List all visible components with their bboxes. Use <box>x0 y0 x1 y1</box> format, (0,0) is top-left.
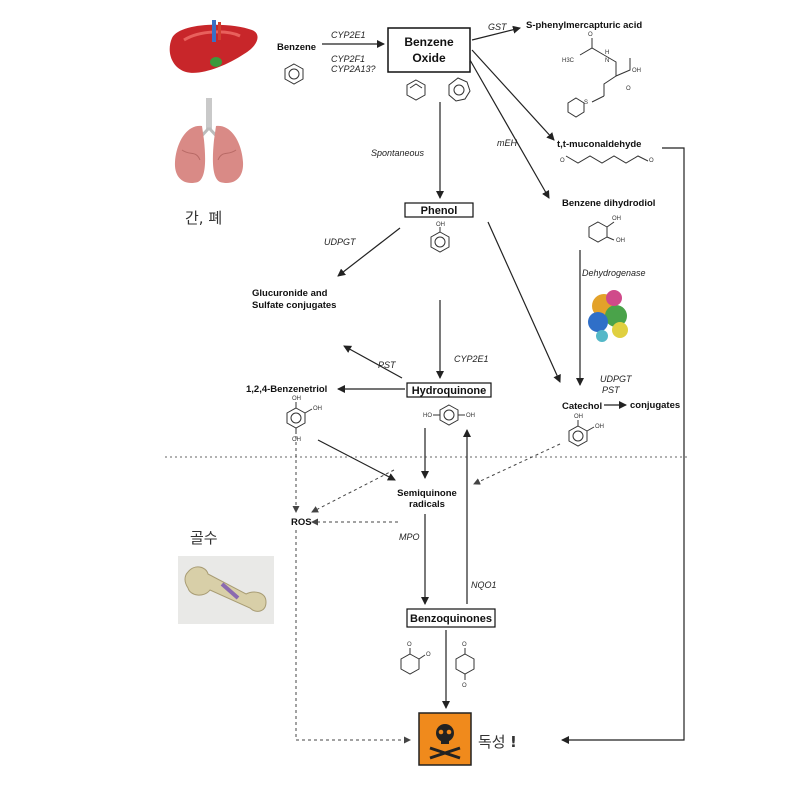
arrow-benzenetriol-to-semiquinone <box>317 439 396 481</box>
svg-text:O: O <box>407 642 412 648</box>
svg-text:O: O <box>462 683 467 689</box>
enzyme-nqo1: NQO1 <box>471 580 497 590</box>
node-benzene-dihydrodiol: Benzene dihydrodiol <box>562 198 655 209</box>
svg-text:S: S <box>584 100 588 106</box>
node-benzene-oxide-box <box>387 27 471 73</box>
enzyme-udpgt-a: UDPGT <box>324 237 357 247</box>
node-muconaldehyde: t,t-muconaldehyde <box>557 139 641 150</box>
dihydrodiol-structure: OH OH <box>588 216 625 244</box>
enzyme-pst-a: PST <box>378 360 397 370</box>
svg-text:O: O <box>649 158 654 164</box>
enzyme-cyp2a13: CYP2A13? <box>331 64 376 74</box>
benzoquinone-structures: O O O O <box>400 642 475 689</box>
arrow-catechol-to-semiquinone <box>473 443 561 485</box>
svg-text:OH: OH <box>612 216 621 222</box>
node-hydroquinone: Hydroquinone <box>412 385 487 397</box>
svg-text:OH: OH <box>574 414 583 420</box>
toxicity-label: 독성 <box>478 733 506 751</box>
enzyme-meh: mEH <box>497 138 518 148</box>
svg-text:OH: OH <box>466 413 475 419</box>
node-benzene-oxide-line2: Oxide <box>412 51 446 65</box>
enzyme-gst: GST <box>488 22 508 32</box>
enzyme-pst-b: PST <box>602 385 621 395</box>
node-glucuronide-line2: Sulfate conjugates <box>252 300 336 311</box>
arrow-phenol-to-catechol <box>487 221 561 383</box>
svg-text:OH: OH <box>616 238 625 244</box>
arrow-hydroquinone-pst <box>343 345 403 379</box>
toxicity-exclamation: ! <box>510 733 517 751</box>
enzyme-cyp2e1-b: CYP2E1 <box>454 354 489 364</box>
node-conjugates: conjugates <box>630 400 680 411</box>
arrow-oxide-to-dihydrodiol <box>469 59 550 199</box>
node-glucuronide-line1: Glucuronide and <box>252 288 328 299</box>
enzyme-mpo: MPO <box>399 532 420 542</box>
benzene-oxide-structures <box>406 77 471 102</box>
enzyme-cyp2f1: CYP2F1 <box>331 54 365 64</box>
node-benzenetriol: 1,2,4-Benzenetriol <box>246 384 327 395</box>
muconaldehyde-structure: O O <box>560 155 654 164</box>
node-phenol-box <box>404 202 474 218</box>
dehydrogenase-protein-illustration <box>588 290 628 342</box>
arrow-phenol-to-glucuronide <box>337 227 401 277</box>
organ-label-liver-lung: 간, 폐 <box>185 209 222 227</box>
benzene-structure <box>284 63 304 85</box>
node-benzoquinones: Benzoquinones <box>410 613 492 625</box>
svg-text:OH: OH <box>292 437 301 443</box>
toxicity-icon <box>418 712 472 766</box>
node-hydroquinone-box <box>406 382 492 398</box>
svg-text:O: O <box>426 652 431 658</box>
phenol-structure: OH <box>430 222 450 253</box>
svg-text:OH: OH <box>313 406 322 412</box>
arrow-oxide-to-muconaldehyde <box>471 49 555 141</box>
node-catechol: Catechol <box>562 401 602 412</box>
svg-text:O: O <box>626 86 631 92</box>
svg-text:O: O <box>588 32 593 38</box>
node-ros: ROS <box>291 517 312 528</box>
svg-text:H3C: H3C <box>562 58 575 64</box>
enzyme-cyp2e1-a: CYP2E1 <box>331 30 366 40</box>
liver-illustration <box>169 20 258 73</box>
node-phenol: Phenol <box>421 205 458 217</box>
svg-text:OH: OH <box>632 68 641 74</box>
node-benzoquinones-box <box>406 608 496 628</box>
svg-text:HO: HO <box>423 413 432 419</box>
enzyme-spontaneous: Spontaneous <box>371 148 425 158</box>
node-semiquinone-line1: Semiquinone <box>397 488 457 499</box>
arrow-oxide-to-spma <box>471 25 521 41</box>
arrow-ros-to-toxicity <box>295 530 411 744</box>
bone-illustration <box>178 556 274 624</box>
svg-text:N: N <box>605 58 609 64</box>
spma-structure: O H3C N H OH O S <box>562 32 641 118</box>
arrow-muconaldehyde-to-toxicity <box>561 147 685 744</box>
organ-label-bone-marrow: 골수 <box>190 529 218 547</box>
node-s-phenylmercapturic-acid: S-phenylmercapturic acid <box>526 20 642 31</box>
svg-text:H: H <box>605 50 609 56</box>
svg-text:OH: OH <box>292 396 301 402</box>
svg-text:OH: OH <box>436 222 445 228</box>
hydroquinone-structure: HO OH <box>423 404 475 426</box>
svg-text:O: O <box>462 642 467 648</box>
node-benzene-oxide-line1: Benzene <box>404 35 454 49</box>
svg-text:O: O <box>560 158 565 164</box>
node-benzene: Benzene <box>277 42 316 53</box>
svg-text:OH: OH <box>595 424 604 430</box>
enzyme-dehydrogenase: Dehydrogenase <box>582 268 646 278</box>
benzenetriol-structure: OH OH OH <box>286 396 322 443</box>
node-semiquinone-line2: radicals <box>409 499 445 510</box>
arrow-semiquinone-to-ros-upper <box>311 469 395 513</box>
lungs-illustration <box>174 98 244 184</box>
catechol-structure: OH OH <box>568 414 604 447</box>
enzyme-udpgt-b: UDPGT <box>600 374 633 384</box>
